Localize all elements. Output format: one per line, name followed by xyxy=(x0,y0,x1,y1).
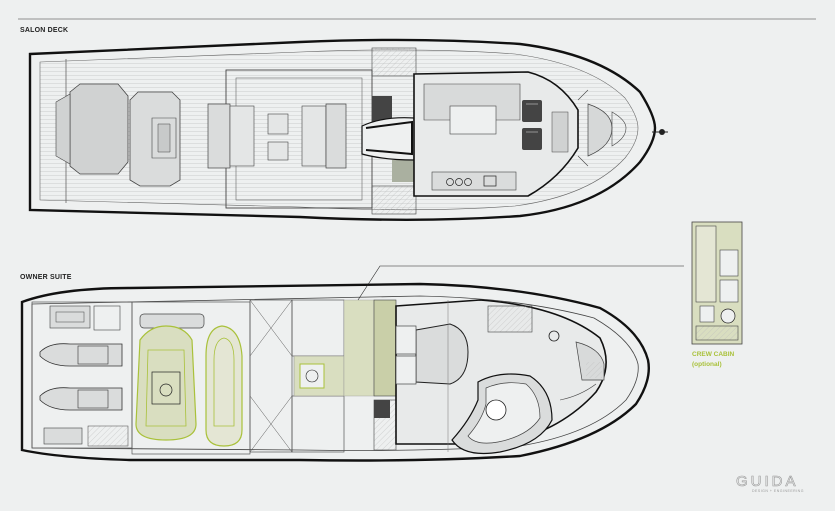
crew-cabin-optional: (optional) xyxy=(692,361,722,368)
double-berth xyxy=(415,323,469,385)
cockpit-table xyxy=(267,113,289,135)
jetski-icon xyxy=(39,343,123,411)
port-sofa xyxy=(207,103,231,169)
galley-counter xyxy=(431,171,517,191)
owner-suite-plan xyxy=(20,282,650,462)
salon-deck-label: SALON DECK xyxy=(20,27,68,34)
bath-icon xyxy=(485,399,507,421)
salon-deck-plan xyxy=(28,38,668,221)
generator-icon xyxy=(299,363,325,389)
aft-seat xyxy=(129,91,181,187)
svg-text:GUIDA: GUIDA xyxy=(736,473,799,490)
owner-suite-label: OWNER SUITE xyxy=(20,274,72,281)
crew-cabin-title: CREW CABIN xyxy=(692,351,735,358)
helm-seat-icon xyxy=(522,100,542,150)
toilet-icon xyxy=(548,330,560,342)
brand-logo: GUIDA DESIGN + ENGINEERING xyxy=(736,473,804,493)
crew-cabin-leader xyxy=(357,265,684,301)
aft-sunpad xyxy=(69,83,129,175)
crew-cabin-plan xyxy=(691,221,743,345)
hob-icon xyxy=(446,178,454,186)
tender-icon xyxy=(135,325,243,447)
svg-text:DESIGN + ENGINEERING: DESIGN + ENGINEERING xyxy=(752,489,804,493)
starboard-sofa xyxy=(301,105,327,167)
